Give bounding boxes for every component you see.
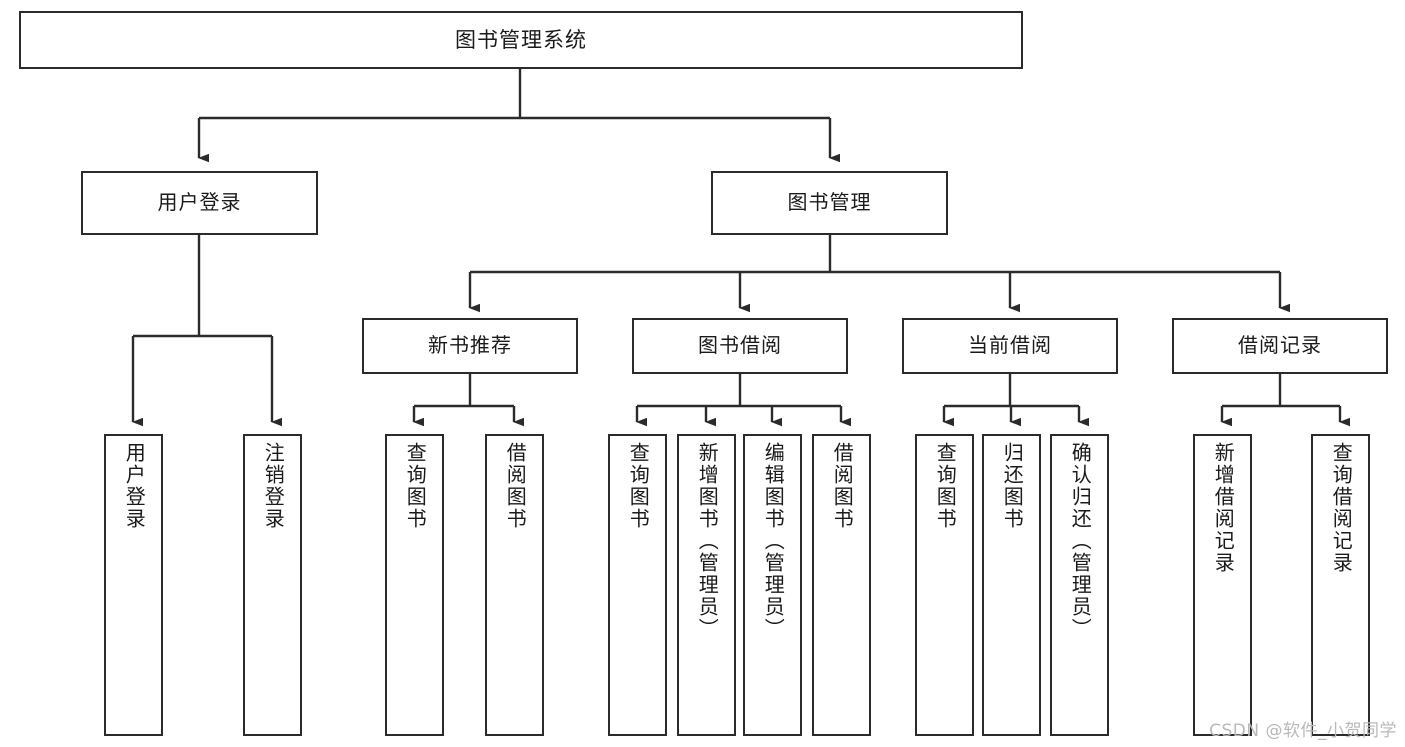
- leaf-current-return-book[interactable]: 归还图书: [982, 434, 1041, 736]
- node-user-login-label: 用户登录: [157, 190, 242, 215]
- leaf-label: 查询图书: [933, 442, 958, 530]
- node-new-book-recommend[interactable]: 新书推荐: [362, 318, 578, 374]
- node-borrow-record[interactable]: 借阅记录: [1172, 318, 1388, 374]
- leaf-borrow-add-book[interactable]: 新增图书（管理员）: [677, 434, 736, 736]
- leaf-label: 新增借阅记录: [1211, 442, 1236, 574]
- node-root[interactable]: 图书管理系统: [19, 11, 1023, 69]
- leaf-borrow-borrow-book[interactable]: 借阅图书: [812, 434, 871, 736]
- leaf-new-book-query[interactable]: 查询图书: [385, 434, 444, 736]
- leaf-record-add[interactable]: 新增借阅记录: [1193, 434, 1252, 736]
- leaf-borrow-query-book[interactable]: 查询图书: [608, 434, 667, 736]
- leaf-label: 确认归还（管理员）: [1068, 442, 1093, 640]
- node-book-borrow[interactable]: 图书借阅: [632, 318, 848, 374]
- leaf-label: 用户登录: [122, 442, 147, 530]
- node-current-borrow-label: 当前借阅: [968, 333, 1052, 358]
- leaf-current-confirm-return[interactable]: 确认归还（管理员）: [1050, 434, 1109, 736]
- node-borrow-record-label: 借阅记录: [1238, 333, 1322, 358]
- leaf-current-query-book[interactable]: 查询图书: [915, 434, 974, 736]
- node-user-login[interactable]: 用户登录: [81, 171, 318, 235]
- node-book-borrow-label: 图书借阅: [698, 333, 782, 358]
- node-book-management[interactable]: 图书管理: [711, 171, 948, 235]
- node-book-management-label: 图书管理: [787, 190, 872, 215]
- leaf-label: 新增图书（管理员）: [695, 442, 720, 640]
- node-new-book-recommend-label: 新书推荐: [428, 333, 512, 358]
- leaf-borrow-edit-book[interactable]: 编辑图书（管理员）: [743, 434, 802, 736]
- leaf-label: 借阅图书: [503, 442, 528, 530]
- node-current-borrow[interactable]: 当前借阅: [902, 318, 1118, 374]
- leaf-label: 注销登录: [261, 442, 286, 530]
- leaf-label: 查询图书: [626, 442, 651, 530]
- leaf-new-book-borrow[interactable]: 借阅图书: [485, 434, 544, 736]
- watermark: CSDN @软件_小贺同学: [1209, 721, 1397, 741]
- leaf-user-login-login[interactable]: 用户登录: [104, 434, 163, 736]
- leaf-label: 编辑图书（管理员）: [761, 442, 786, 640]
- node-root-label: 图书管理系统: [455, 27, 587, 52]
- leaf-label: 归还图书: [1000, 442, 1025, 530]
- leaf-record-query[interactable]: 查询借阅记录: [1311, 434, 1370, 736]
- leaf-label: 查询图书: [403, 442, 428, 530]
- leaf-user-login-logout[interactable]: 注销登录: [243, 434, 302, 736]
- leaf-label: 借阅图书: [830, 442, 855, 530]
- leaf-label: 查询借阅记录: [1329, 442, 1354, 574]
